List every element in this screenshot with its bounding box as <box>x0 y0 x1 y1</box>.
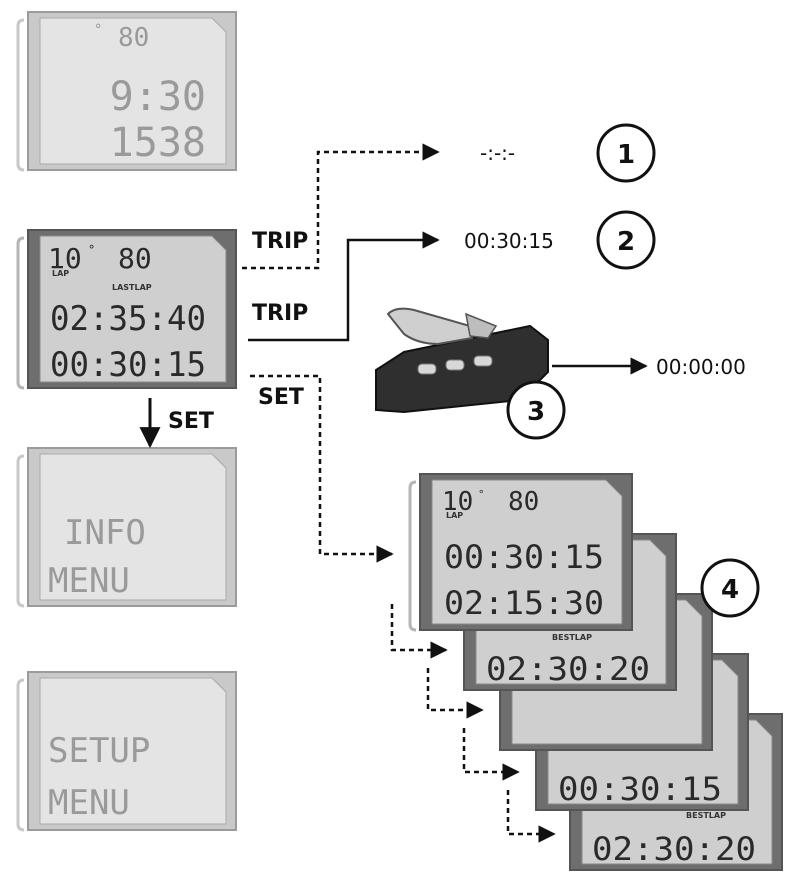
unit-mark: ° <box>94 22 102 38</box>
step-4-badge: 4 <box>700 558 760 618</box>
unit-mark: ° <box>478 488 485 501</box>
trip-label-1: TRIP <box>252 229 308 254</box>
step-1-number: 1 <box>617 140 635 170</box>
step-3-number: 3 <box>527 397 545 427</box>
stack-dotted-arrow-4 <box>506 790 556 843</box>
device-button-illustration <box>375 307 549 414</box>
screen-top-value-bot: 1538 <box>110 120 206 166</box>
setup-menu-line1: SETUP <box>48 731 150 771</box>
result-2-value: 00:30:15 <box>464 229 554 253</box>
set-dotted-arrow <box>250 374 394 563</box>
set-label-down: SET <box>168 409 214 434</box>
screen-top-value-top: 80 <box>118 23 149 53</box>
stack-card-4-value: 00:30:15 <box>558 770 722 808</box>
screen-main-value-bot: 00:30:15 <box>50 345 206 385</box>
stack-dotted-arrow-2 <box>426 668 484 719</box>
stack-card-1-value-mid: 00:30:15 <box>444 538 604 576</box>
result-3-value: 00:00:00 <box>656 355 746 379</box>
stack-card-2-value: 02:30:20 <box>486 650 650 688</box>
trip-label-2: TRIP <box>252 301 308 326</box>
unit-mark: ° <box>88 243 95 257</box>
temp-value: 10 <box>48 242 82 275</box>
screen-main-value-right: 80 <box>118 242 152 275</box>
stack-dotted-arrow-1 <box>390 604 448 659</box>
step-1-badge: 1 <box>596 123 656 183</box>
bestlap-label: BESTLAP <box>686 811 726 820</box>
lcd-screen-top: ° 80 9:30 1538 <box>16 11 237 172</box>
stack-card-5-value: 02:30:20 <box>592 830 756 868</box>
setup-menu-line2: MENU <box>48 783 130 823</box>
step-2-number: 2 <box>617 227 635 257</box>
stack-card-1-value-bot: 02:15:30 <box>444 584 604 622</box>
info-menu-line2: MENU <box>48 561 130 601</box>
bestlap-label: BESTLAP <box>552 633 592 642</box>
lcd-screen-main: 10 ° LAP 80 LASTLAP 02:35:40 00:30:15 <box>16 229 237 390</box>
set-label-right: SET <box>258 385 304 410</box>
lastlap-label: LASTLAP <box>112 283 152 292</box>
stack-card-1-temp: 10 <box>442 487 473 517</box>
screen-main-value-mid: 02:35:40 <box>50 299 206 339</box>
trip-solid-arrow-2 <box>248 231 440 342</box>
stack-card-1: 10 ° LAP 80 00:30:15 02:15:30 <box>408 473 633 632</box>
stack-card-1-value-right: 80 <box>508 487 539 517</box>
screen-top-value-mid: 9:30 <box>110 74 206 120</box>
step-2-badge: 2 <box>596 210 656 270</box>
result-1-value: -:-:- <box>480 141 515 165</box>
info-menu-line1: INFO <box>64 513 146 553</box>
lap-label: LAP <box>52 269 69 278</box>
step-4-number: 4 <box>721 575 739 605</box>
lcd-screen-info-menu: INFO MENU <box>16 447 237 608</box>
step-3-badge: 3 <box>506 380 566 440</box>
trip-dotted-arrow-1 <box>242 143 440 270</box>
lap-label: LAP <box>446 511 463 520</box>
lcd-screen-setup-menu: SETUP MENU <box>16 671 237 832</box>
